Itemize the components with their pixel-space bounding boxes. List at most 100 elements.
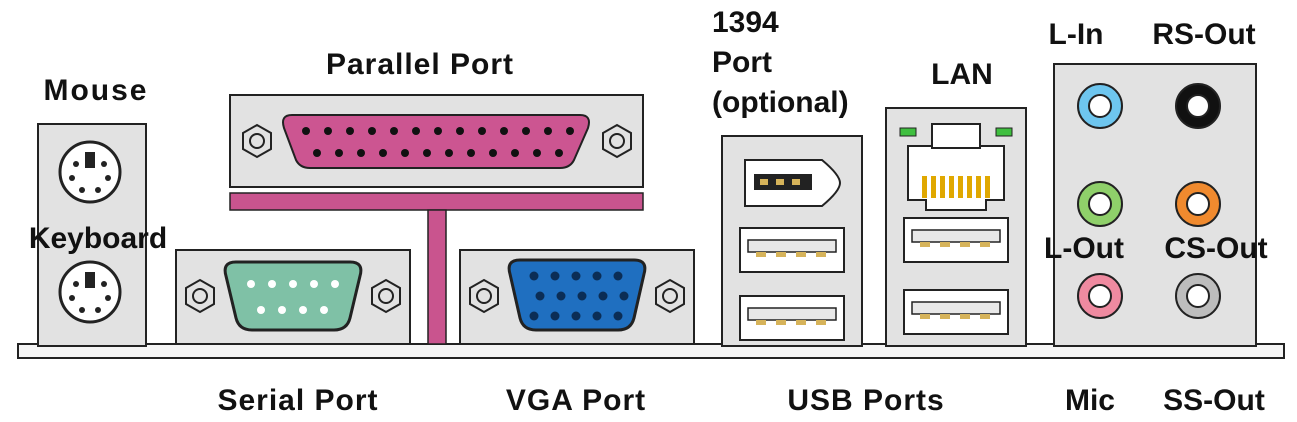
label-ss-out: SS-Out <box>1163 384 1265 417</box>
label-mouse: Mouse <box>43 74 148 107</box>
rj45-pin <box>958 176 963 198</box>
vga-pin <box>613 271 623 281</box>
label-vga-port: VGA Port <box>506 384 646 417</box>
label-1394-line3: (optional) <box>712 86 849 119</box>
rj45-pin <box>931 176 936 198</box>
rj45-pin <box>976 176 981 198</box>
db25-pin <box>456 127 464 135</box>
db25-pin <box>324 127 332 135</box>
vga-pin <box>619 291 629 301</box>
db25-pin <box>500 127 508 135</box>
parallel-post <box>427 209 447 345</box>
audio-jack-cs-out <box>1175 181 1221 227</box>
vga-pins <box>529 271 629 321</box>
db25-pin <box>423 149 431 157</box>
label-line-out: L-Out <box>1044 232 1124 265</box>
db9-pin <box>310 280 318 288</box>
vga-pin <box>598 291 608 301</box>
vga-pin <box>613 311 623 321</box>
db9-pin <box>289 280 297 288</box>
label-1394-line2: Port <box>712 46 772 79</box>
label-keyboard: Keyboard <box>29 222 167 255</box>
db25-pin <box>434 127 442 135</box>
db25-pin <box>335 149 343 157</box>
vga-pin <box>550 311 560 321</box>
db25-pin <box>379 149 387 157</box>
db25-pin <box>445 149 453 157</box>
usb-port-icon <box>903 217 1009 263</box>
db25-pin <box>566 127 574 135</box>
db25-pin <box>544 127 552 135</box>
audio-jack-line-in <box>1077 83 1123 129</box>
usb-port-icon <box>903 289 1009 335</box>
label-lan: LAN <box>931 58 993 91</box>
db25-pin <box>467 149 475 157</box>
db9-pin <box>320 306 328 314</box>
screw-icon <box>185 278 215 314</box>
lan-usb-block <box>885 107 1027 347</box>
screw-icon <box>602 123 632 159</box>
label-usb-ports: USB Ports <box>787 384 944 417</box>
db25-pin <box>302 127 310 135</box>
db25-pin <box>412 127 420 135</box>
db9-pins <box>247 280 339 314</box>
db9-pin <box>268 280 276 288</box>
db25-pin <box>533 149 541 157</box>
usb-port-icon <box>739 295 845 341</box>
vga-pin <box>571 311 581 321</box>
vga-pin <box>592 271 602 281</box>
vga-pin <box>592 311 602 321</box>
db25-pin <box>478 127 486 135</box>
screw-icon <box>371 278 401 314</box>
audio-block <box>1053 63 1257 347</box>
rj45-pin <box>949 176 954 198</box>
label-line-in: L-In <box>1049 18 1104 51</box>
db25-pin <box>357 149 365 157</box>
vga-connector-icon <box>507 258 647 332</box>
db9-pin <box>331 280 339 288</box>
vga-pin <box>535 291 545 301</box>
db25-connector-icon <box>282 114 590 169</box>
db25-pin <box>522 127 530 135</box>
screw-icon <box>469 278 499 314</box>
audio-jack-line-out <box>1077 181 1123 227</box>
screw-icon <box>242 123 272 159</box>
lan-led-right <box>995 127 1013 137</box>
lan-led-left <box>899 127 917 137</box>
db25-pin <box>346 127 354 135</box>
label-mic: Mic <box>1065 384 1115 417</box>
screw-icon <box>655 278 685 314</box>
db25-pins <box>302 127 574 157</box>
label-1394-line1: 1394 <box>712 6 779 39</box>
rj45-port-icon <box>907 123 1005 211</box>
label-rs-out: RS-Out <box>1152 18 1255 51</box>
parallel-bar <box>229 192 644 211</box>
db25-pin <box>401 149 409 157</box>
vga-pin <box>556 291 566 301</box>
label-cs-out: CS-Out <box>1164 232 1267 265</box>
db9-pin <box>299 306 307 314</box>
vga-pin <box>529 311 539 321</box>
db9-pin <box>278 306 286 314</box>
ps2-port-icon <box>58 140 122 204</box>
ps2-port-icon <box>58 260 122 324</box>
db9-pin <box>247 280 255 288</box>
parallel-port <box>229 94 644 345</box>
rj45-pin <box>922 176 927 198</box>
vga-pin <box>529 271 539 281</box>
db9-connector-icon <box>223 260 363 332</box>
label-serial-port: Serial Port <box>217 384 378 417</box>
db9-pin <box>257 306 265 314</box>
audio-jack-mic <box>1077 273 1123 319</box>
rj45-pin <box>967 176 972 198</box>
ps2-block <box>37 123 147 347</box>
audio-jack-rs-out <box>1175 83 1221 129</box>
db25-pin <box>313 149 321 157</box>
vga-pin <box>550 271 560 281</box>
vga-pin <box>571 271 581 281</box>
firewire-usb-block <box>721 135 863 347</box>
firewire-port-icon <box>744 159 842 207</box>
vga-pin <box>577 291 587 301</box>
db25-pin <box>390 127 398 135</box>
